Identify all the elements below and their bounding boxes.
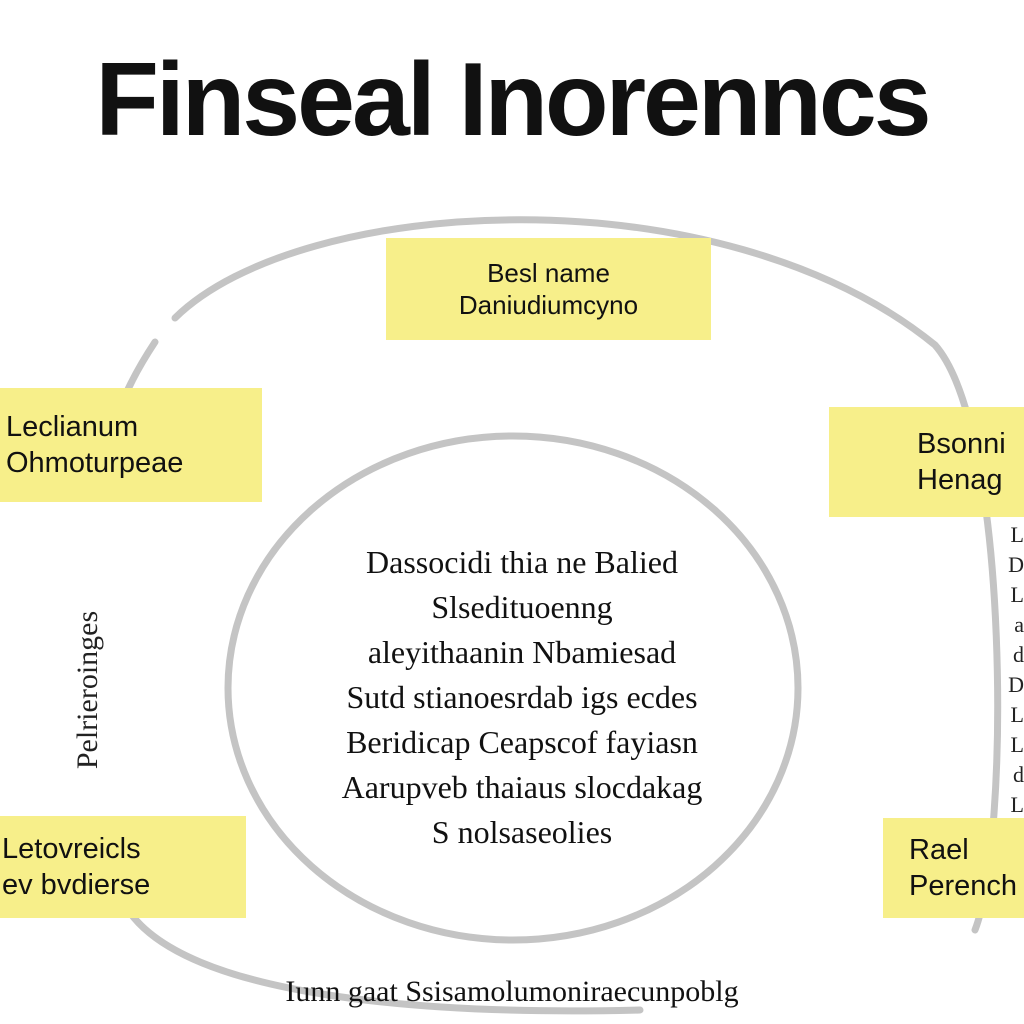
left-box-line-1: Leclianum	[6, 410, 139, 443]
center-line: Slsedituoenng	[431, 589, 613, 625]
center-line: Beridicap Ceapscof fayiasn	[346, 724, 698, 760]
top-box-line-1: Besl name	[487, 257, 610, 288]
right-side-glyph: L	[1010, 522, 1024, 547]
right-side-glyph: L	[1010, 702, 1024, 727]
bottom-left-label-box: Letovreicls ev bvdierse	[0, 816, 246, 918]
right-side-glyph: D	[1008, 552, 1024, 577]
outer-ring	[121, 216, 1002, 1015]
bottom-right-label-box: Rael Perench	[883, 818, 1024, 918]
inner-ring	[224, 432, 802, 944]
top-label-box: Besl name Daniudiumcyno	[386, 238, 711, 340]
left-label-box: Leclianum Ohmoturpeae	[0, 388, 262, 502]
bottom-right-box-line-2: Perench	[909, 870, 1018, 902]
right-side-glyph: a	[1014, 612, 1024, 637]
bottom-caption: Iunn gaat Ssisamolumoniraecunpoblg	[285, 975, 739, 1008]
right-vertical-label: L D L a d D L L d L	[1000, 520, 1024, 820]
right-side-glyph: d	[1013, 762, 1024, 787]
bottom-right-box-line-1: Rael	[909, 833, 969, 866]
center-line: Dassocidi thia ne Balied	[366, 544, 678, 580]
center-line: Sutd stianoesrdab igs ecdes	[346, 679, 698, 715]
left-vertical-text: Pelrieroinges	[71, 610, 104, 770]
right-side-glyph: D	[1008, 672, 1024, 697]
right-side-glyph: L	[1010, 582, 1024, 607]
left-box-line-2: Ohmoturpeae	[6, 447, 184, 479]
bottom-left-box-line-2: ev bvdierse	[2, 869, 151, 901]
center-line: aleyithaanin Nbamiesad	[367, 634, 677, 670]
center-line: S nolsaseolies	[431, 814, 613, 850]
right-side-glyph: d	[1013, 642, 1024, 667]
right-side-glyph: L	[1010, 792, 1024, 817]
right-label-box: Bsonni Henag	[829, 407, 1024, 517]
top-box-line-2: Daniudiumcyno	[458, 290, 639, 320]
page-title: Finseal Inorenncs	[95, 42, 931, 158]
right-box-line-2: Henag	[917, 464, 1003, 496]
bottom-left-box-line-1: Letovreicls	[2, 832, 141, 865]
right-side-glyph: L	[1010, 732, 1024, 757]
center-line: Aarupveb thaiaus slocdakag	[341, 769, 703, 805]
right-box-line-1: Bsonni	[917, 427, 1006, 460]
center-paragraph: Dassocidi thia ne Balied Slsedituoenng a…	[262, 540, 782, 855]
